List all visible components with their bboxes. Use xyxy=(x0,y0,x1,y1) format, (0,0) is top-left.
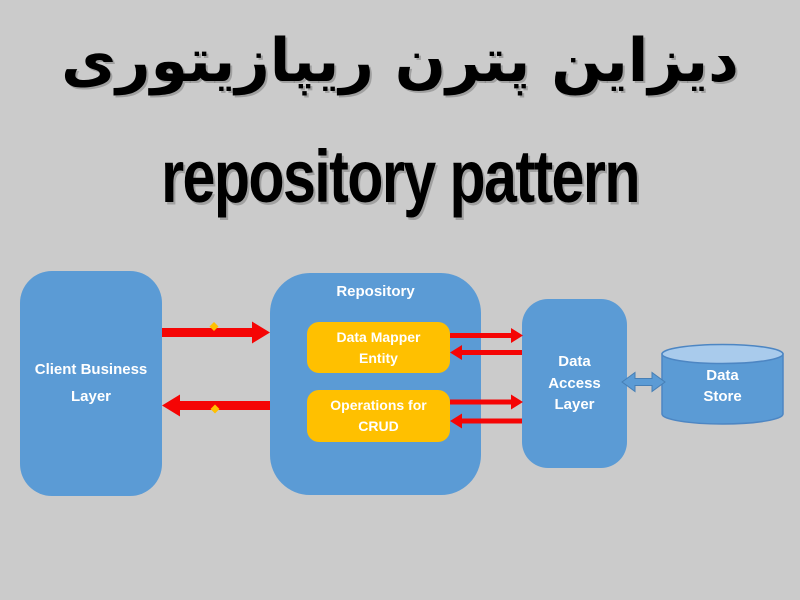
page-title-persian: دیزاین پترن ریپازیتوری xyxy=(61,26,739,96)
arrow-client-to-repository xyxy=(162,321,270,344)
node-data-mapper-entity: Data Mapper Entity xyxy=(307,322,450,373)
node-operations-for-crud: Operations for CRUD xyxy=(307,390,450,442)
arrow-dal-datastore-double xyxy=(621,371,666,393)
data-mapper-entity-label: Data Mapper Entity xyxy=(336,328,421,366)
data-store-label: Data Store xyxy=(703,367,742,405)
page-title-english: repository pattern xyxy=(161,135,640,218)
operations-for-crud-label: Operations for CRUD xyxy=(330,397,427,434)
node-client-business-layer: Client Business Layer xyxy=(20,271,162,496)
arrow-dal-to-crud xyxy=(450,413,522,429)
data-store-label-box: Data Store xyxy=(662,356,783,416)
data-access-layer-label: Data Access Layer xyxy=(548,352,601,414)
client-business-layer-label: Client Business Layer xyxy=(34,361,148,405)
arrow-dal-to-mapper xyxy=(450,345,522,360)
data-store-cylinder xyxy=(661,343,784,425)
arrow-crud-to-dal xyxy=(450,394,523,410)
data-store-cylinder-top xyxy=(661,343,784,365)
arrow-mapper-to-dal xyxy=(450,328,523,343)
data-store-cylinder-body xyxy=(661,353,784,425)
arrow-handle-diamond-top xyxy=(209,322,219,331)
arrow-handle-diamond-bottom xyxy=(210,404,220,414)
node-repository: Repository xyxy=(270,273,481,495)
repository-label: Repository xyxy=(336,283,415,300)
node-data-access-layer: Data Access Layer xyxy=(522,299,627,468)
